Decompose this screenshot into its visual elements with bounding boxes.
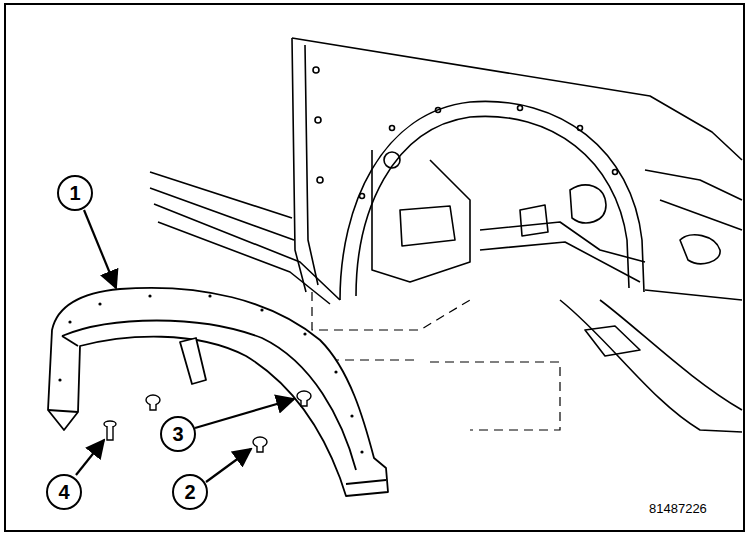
figure-number-text: 81487226 [649, 501, 707, 516]
callout-number: 2 [184, 482, 195, 502]
callout-circle: 3 [160, 416, 196, 452]
liner-holes [58, 294, 363, 453]
leader-lines [76, 210, 294, 482]
figure-number: 81487226 [649, 499, 707, 517]
callout-number: 3 [172, 424, 183, 444]
fasteners [104, 391, 311, 452]
body-structure [150, 38, 742, 432]
callout-circle: 1 [57, 175, 93, 211]
wheelhouse-liner [48, 288, 388, 496]
callout-number: 4 [58, 482, 69, 502]
frame [5, 4, 744, 531]
callout-circle: 4 [46, 474, 82, 510]
callout-number: 1 [69, 183, 80, 203]
callout-circle: 2 [172, 474, 208, 510]
